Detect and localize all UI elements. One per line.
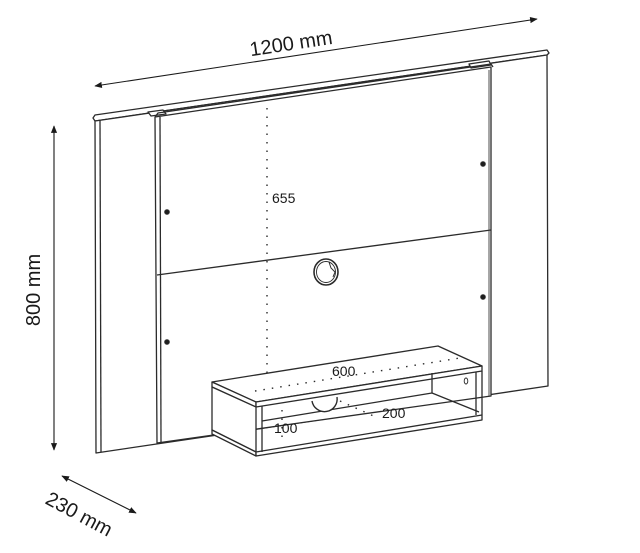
shelf-width-guide [254,357,461,392]
center-panel [154,63,494,444]
screw-icon [164,209,170,215]
panel-height-label: 655 [272,190,296,206]
depth-label: 230 mm [42,488,116,541]
shelf-width-label: 600 [332,363,356,379]
shelf-depth-guide [339,400,379,419]
cable-hole-icon [313,258,339,286]
shelf-cable-notch-icon [311,396,338,413]
depth-arrow-icon [61,475,137,514]
height-label: 800 mm [23,254,45,326]
depth-dimension: 230 mm [42,475,137,541]
screws [164,161,486,345]
shelf-height-label: 100 [274,420,298,436]
height-dimension: 800 mm [23,125,58,451]
screw-icon [480,161,486,167]
shelf-depth-label: 200 [382,405,406,421]
width-arrow-icon [94,16,538,89]
floating-shelf [211,345,483,457]
screw-icon [480,294,486,300]
screw-icon [164,339,170,345]
panel-split-line [156,229,492,276]
